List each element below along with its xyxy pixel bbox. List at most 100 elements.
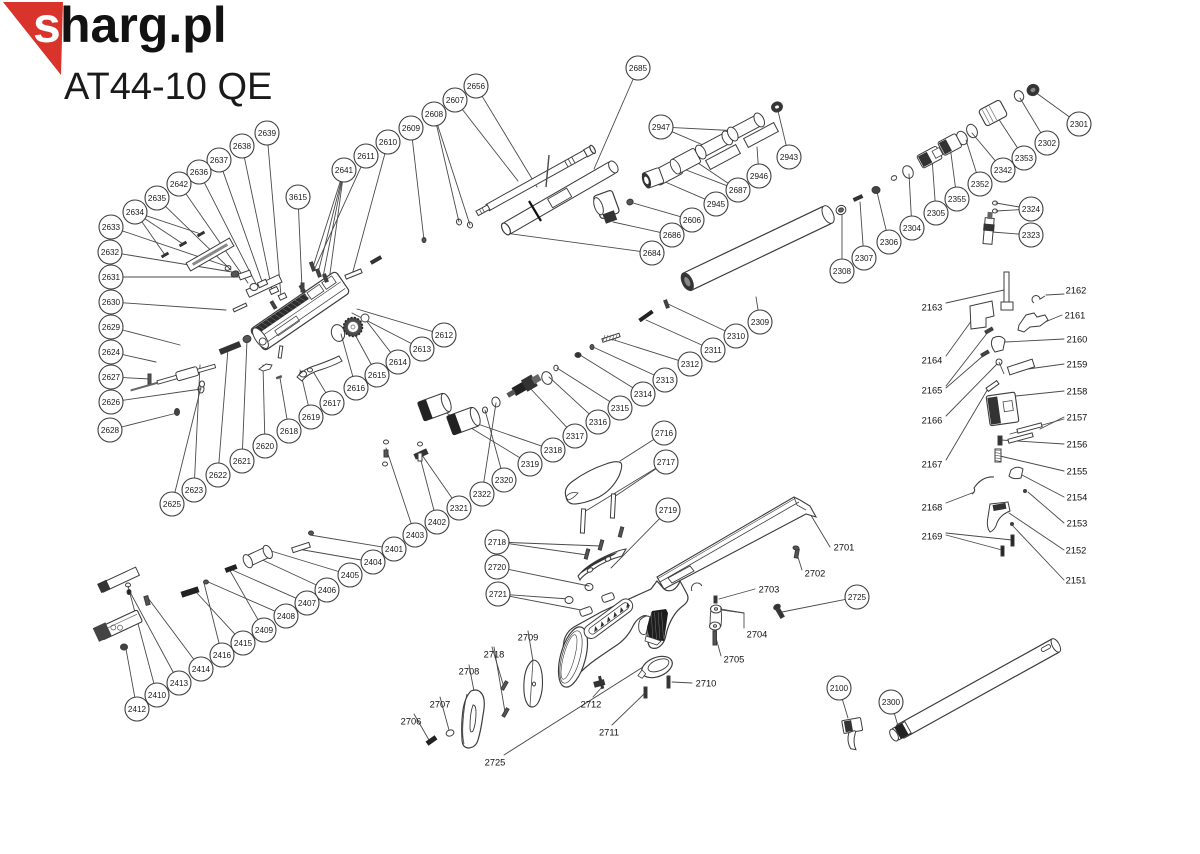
svg-text:2100: 2100 bbox=[830, 684, 849, 693]
svg-text:2159: 2159 bbox=[1067, 359, 1088, 369]
svg-text:2317: 2317 bbox=[566, 432, 585, 441]
svg-text:2403: 2403 bbox=[406, 531, 425, 540]
svg-text:2412: 2412 bbox=[128, 705, 147, 714]
svg-text:2721: 2721 bbox=[489, 590, 508, 599]
svg-text:2153: 2153 bbox=[1067, 518, 1088, 528]
svg-text:2300: 2300 bbox=[882, 698, 901, 707]
svg-text:2635: 2635 bbox=[148, 194, 167, 203]
svg-text:2416: 2416 bbox=[213, 651, 232, 660]
svg-text:harg.pl: harg.pl bbox=[60, 0, 227, 53]
svg-text:2342: 2342 bbox=[994, 166, 1013, 175]
svg-text:2324: 2324 bbox=[1022, 205, 1041, 214]
svg-text:2165: 2165 bbox=[922, 385, 943, 395]
svg-text:2614: 2614 bbox=[389, 358, 408, 367]
svg-text:2612: 2612 bbox=[435, 331, 454, 340]
svg-text:2638: 2638 bbox=[233, 142, 252, 151]
svg-text:2617: 2617 bbox=[323, 399, 342, 408]
svg-text:2616: 2616 bbox=[347, 384, 366, 393]
svg-text:2720: 2720 bbox=[488, 563, 507, 572]
svg-text:2943: 2943 bbox=[780, 153, 799, 162]
svg-text:2353: 2353 bbox=[1015, 154, 1034, 163]
svg-text:2323: 2323 bbox=[1022, 231, 1041, 240]
svg-text:2615: 2615 bbox=[368, 371, 387, 380]
svg-text:2314: 2314 bbox=[634, 390, 653, 399]
svg-text:2156: 2156 bbox=[1067, 439, 1088, 449]
svg-text:2621: 2621 bbox=[233, 457, 252, 466]
svg-text:2712: 2712 bbox=[581, 699, 602, 709]
svg-text:2632: 2632 bbox=[101, 248, 120, 257]
svg-text:2625: 2625 bbox=[163, 500, 182, 509]
svg-text:3615: 3615 bbox=[289, 193, 308, 202]
svg-text:2702: 2702 bbox=[805, 568, 826, 578]
svg-text:2636: 2636 bbox=[190, 168, 209, 177]
svg-text:2610: 2610 bbox=[379, 138, 398, 147]
svg-text:2312: 2312 bbox=[681, 360, 700, 369]
svg-text:2308: 2308 bbox=[833, 267, 852, 276]
svg-text:2718: 2718 bbox=[484, 649, 505, 659]
svg-text:s: s bbox=[33, 0, 61, 53]
svg-text:2409: 2409 bbox=[255, 626, 274, 635]
svg-text:2313: 2313 bbox=[656, 376, 675, 385]
svg-text:2626: 2626 bbox=[102, 398, 121, 407]
svg-text:2945: 2945 bbox=[707, 200, 726, 209]
svg-text:2685: 2685 bbox=[629, 64, 648, 73]
svg-text:2161: 2161 bbox=[1065, 310, 1086, 320]
svg-text:2718: 2718 bbox=[488, 538, 507, 547]
svg-text:2629: 2629 bbox=[102, 323, 121, 332]
svg-text:2413: 2413 bbox=[170, 679, 189, 688]
svg-text:2623: 2623 bbox=[185, 486, 204, 495]
svg-text:2306: 2306 bbox=[880, 238, 899, 247]
svg-text:2716: 2716 bbox=[655, 429, 674, 438]
svg-text:2355: 2355 bbox=[948, 195, 967, 204]
svg-text:2322: 2322 bbox=[473, 490, 492, 499]
svg-text:2946: 2946 bbox=[750, 172, 769, 181]
svg-text:2642: 2642 bbox=[170, 180, 189, 189]
svg-text:2157: 2157 bbox=[1067, 412, 1088, 422]
svg-text:2160: 2160 bbox=[1067, 334, 1088, 344]
svg-text:2305: 2305 bbox=[927, 209, 946, 218]
svg-text:2687: 2687 bbox=[729, 186, 748, 195]
svg-text:2639: 2639 bbox=[258, 129, 277, 138]
svg-text:2405: 2405 bbox=[341, 571, 360, 580]
svg-text:2321: 2321 bbox=[450, 504, 469, 513]
svg-text:2310: 2310 bbox=[727, 332, 746, 341]
svg-text:2686: 2686 bbox=[663, 231, 682, 240]
svg-text:2613: 2613 bbox=[413, 345, 432, 354]
svg-text:2719: 2719 bbox=[659, 506, 678, 515]
svg-text:2402: 2402 bbox=[428, 518, 447, 527]
svg-text:2684: 2684 bbox=[643, 249, 662, 258]
svg-text:2704: 2704 bbox=[747, 629, 768, 639]
svg-text:2302: 2302 bbox=[1038, 139, 1057, 148]
svg-text:2947: 2947 bbox=[652, 123, 671, 132]
svg-text:2319: 2319 bbox=[521, 460, 540, 469]
svg-text:2307: 2307 bbox=[855, 254, 874, 263]
svg-text:2622: 2622 bbox=[209, 471, 228, 480]
svg-text:2166: 2166 bbox=[922, 415, 943, 425]
svg-text:2415: 2415 bbox=[234, 639, 253, 648]
svg-text:2707: 2707 bbox=[430, 699, 451, 709]
svg-text:2401: 2401 bbox=[385, 545, 404, 554]
svg-text:2163: 2163 bbox=[922, 302, 943, 312]
svg-text:2311: 2311 bbox=[704, 346, 722, 355]
svg-text:2606: 2606 bbox=[683, 216, 702, 225]
svg-text:2404: 2404 bbox=[364, 558, 383, 567]
svg-text:2407: 2407 bbox=[298, 599, 317, 608]
svg-text:2304: 2304 bbox=[903, 224, 922, 233]
svg-text:2630: 2630 bbox=[102, 298, 121, 307]
svg-text:2628: 2628 bbox=[101, 426, 120, 435]
svg-text:2154: 2154 bbox=[1067, 492, 1088, 502]
svg-text:2656: 2656 bbox=[467, 82, 486, 91]
svg-text:2155: 2155 bbox=[1067, 466, 1088, 476]
svg-text:2634: 2634 bbox=[126, 208, 145, 217]
svg-text:2701: 2701 bbox=[834, 542, 855, 552]
svg-text:2408: 2408 bbox=[277, 612, 296, 621]
svg-text:2725: 2725 bbox=[485, 757, 506, 767]
svg-text:2633: 2633 bbox=[102, 223, 121, 232]
svg-text:2725: 2725 bbox=[848, 593, 867, 602]
svg-text:2706: 2706 bbox=[401, 716, 422, 726]
svg-text:2627: 2627 bbox=[102, 373, 121, 382]
svg-text:2709: 2709 bbox=[518, 632, 539, 642]
svg-text:2608: 2608 bbox=[425, 110, 444, 119]
svg-text:2410: 2410 bbox=[148, 691, 167, 700]
svg-text:2169: 2169 bbox=[922, 531, 943, 541]
